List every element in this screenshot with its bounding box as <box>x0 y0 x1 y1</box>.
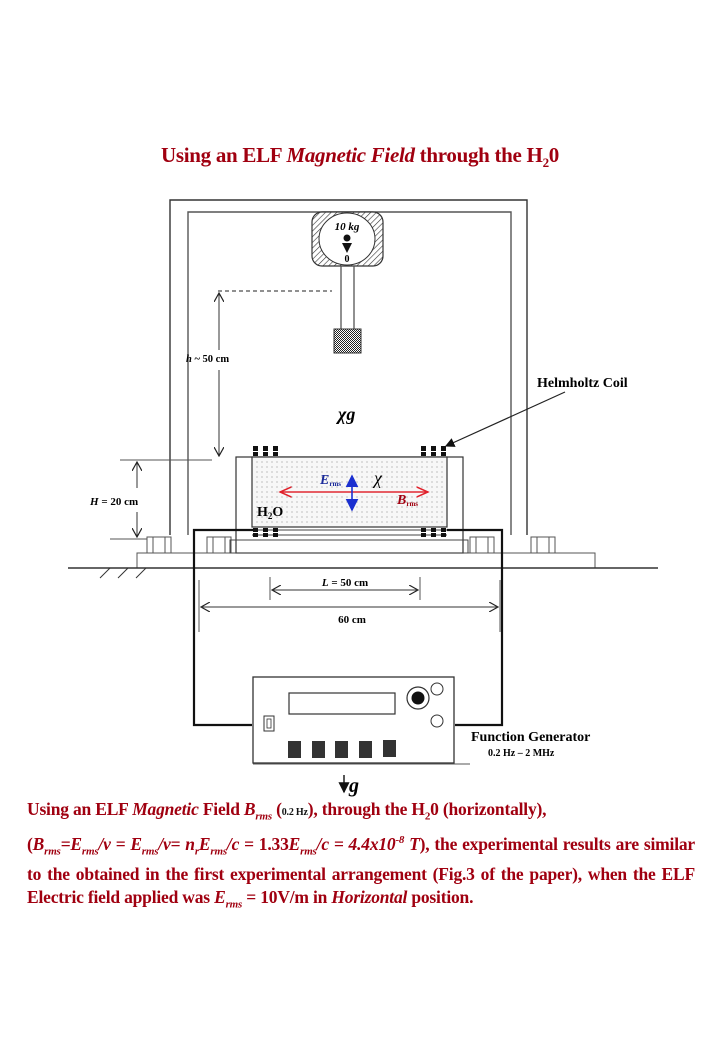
svg-text:h ~ 50 cm: h ~ 50 cm <box>186 354 229 365</box>
water-subscript: 2 <box>268 511 273 521</box>
generator-button-4[interactable] <box>359 741 372 758</box>
scale-needle-icon <box>342 243 352 253</box>
height-H-dimension: H = 20 cm <box>89 459 212 540</box>
chi-label: χ <box>372 468 383 488</box>
title-italic: Magnetic Field <box>286 143 415 167</box>
svg-text:H = 20 cm: H = 20 cm <box>89 496 138 508</box>
L-symbol: L <box>321 577 329 589</box>
width-60-label: 60 cm <box>338 614 366 626</box>
generator-display <box>288 692 396 715</box>
caption-symbol: /c <box>226 833 240 854</box>
e-symbol: E <box>319 473 329 488</box>
caption-symbol: /v= n <box>158 833 195 854</box>
caption-text: = 10V/m in <box>242 886 332 907</box>
caption-text: ( <box>271 799 282 819</box>
e-subscript: rms <box>329 480 341 488</box>
caption-text: = 1.33 <box>239 833 289 854</box>
caption-frequency: 0.2 Hz <box>281 807 308 818</box>
scale-zero: 0 <box>345 254 350 265</box>
title-text: through the H <box>414 143 543 167</box>
scale-dial-pivot <box>343 234 351 242</box>
caption-text: Field <box>198 799 244 819</box>
b-symbol: B <box>396 493 406 508</box>
b-subscript: rms <box>406 500 418 508</box>
frequency-range-label: 0.2 Hz – 2 MHz <box>488 748 555 759</box>
caption-italic: Horizontal <box>331 886 408 907</box>
base-assembly <box>68 536 658 579</box>
height-h-dimension: h ~ 50 cm <box>186 290 332 456</box>
e-rms-label: Erms <box>319 473 341 488</box>
caption-symbol: E <box>288 833 301 854</box>
caption-subscript: rms <box>225 898 243 911</box>
water-o: O <box>272 505 283 520</box>
terminal-bottom <box>430 714 444 728</box>
caption-symbol: B <box>32 833 45 854</box>
caption-symbol: E <box>214 886 226 907</box>
generator-button-1[interactable] <box>288 741 301 758</box>
caption-symbol: B <box>243 799 256 819</box>
caption-subscript: rms <box>81 844 99 857</box>
spring-scale: 10 kg 0 <box>311 211 384 354</box>
terminal-top <box>430 682 444 696</box>
b-rms-label: Brms <box>396 493 418 508</box>
L-value: = 50 cm <box>329 577 369 589</box>
caption-symbol: T <box>404 833 420 854</box>
caption-subscript: 2 <box>424 810 431 823</box>
caption-italic: Magnetic <box>132 799 199 819</box>
caption-text: Using an ELF <box>27 799 133 819</box>
water-container <box>235 456 464 554</box>
function-generator <box>252 676 470 765</box>
title-text: 0 <box>548 143 560 167</box>
caption-text: ), the experimental results are similar … <box>27 833 695 907</box>
caption-text: ( <box>27 833 33 854</box>
caption-text: position. <box>407 886 474 907</box>
helmholtz-coil <box>253 446 446 537</box>
caption-symbol: /c = 4.4x10 <box>316 833 396 854</box>
h-value: ~ 50 cm <box>192 354 229 365</box>
caption-text: ), through the H <box>307 799 425 819</box>
generator-button-3[interactable] <box>335 741 348 758</box>
caption-subscript: rms <box>141 844 159 857</box>
page-title: Using an ELF Magnetic Field through the … <box>0 143 720 171</box>
caption-subscript: rms <box>300 844 317 857</box>
scale-capacity: 10 kg <box>335 221 360 233</box>
caption-symbol: /v = E <box>98 833 142 854</box>
water-label: H2O <box>257 505 283 521</box>
h-symbol: h <box>186 354 192 365</box>
caption-superscript: -8 <box>395 833 405 846</box>
caption-symbol: =E <box>60 833 82 854</box>
helmholtz-pointer-arrow <box>444 391 566 447</box>
coil-wiring <box>192 528 504 727</box>
H-value: = 20 cm <box>99 496 139 508</box>
test-mass <box>333 328 362 354</box>
caption-subscript: rms <box>44 844 61 857</box>
caption-subscript: rms <box>210 844 227 857</box>
title-subscript: 2 <box>542 155 550 171</box>
gravity-label: g <box>348 775 359 797</box>
description-caption: Using an ELF Magnetic Field Brms (0.2 Hz… <box>27 798 695 916</box>
length-dimensions: L = 50 cm 60 cm <box>198 577 501 632</box>
helmholtz-coil-label: Helmholtz Coil <box>537 376 628 391</box>
generator-button-5[interactable] <box>383 740 396 757</box>
water-h: H <box>257 505 268 520</box>
function-generator-label: Function Generator <box>471 730 590 745</box>
svg-text:L = 50 cm: L = 50 cm <box>321 577 368 589</box>
H-symbol: H <box>89 496 99 508</box>
caption-subscript: rms <box>255 810 272 823</box>
caption-text: 0 (horizontally), <box>430 799 547 819</box>
caption-symbol: E <box>198 833 211 854</box>
title-text: Using an ELF <box>161 143 287 167</box>
chi-g-label: χg <box>335 404 355 424</box>
caption-subscript: r <box>194 844 199 857</box>
generator-button-2[interactable] <box>312 741 325 758</box>
